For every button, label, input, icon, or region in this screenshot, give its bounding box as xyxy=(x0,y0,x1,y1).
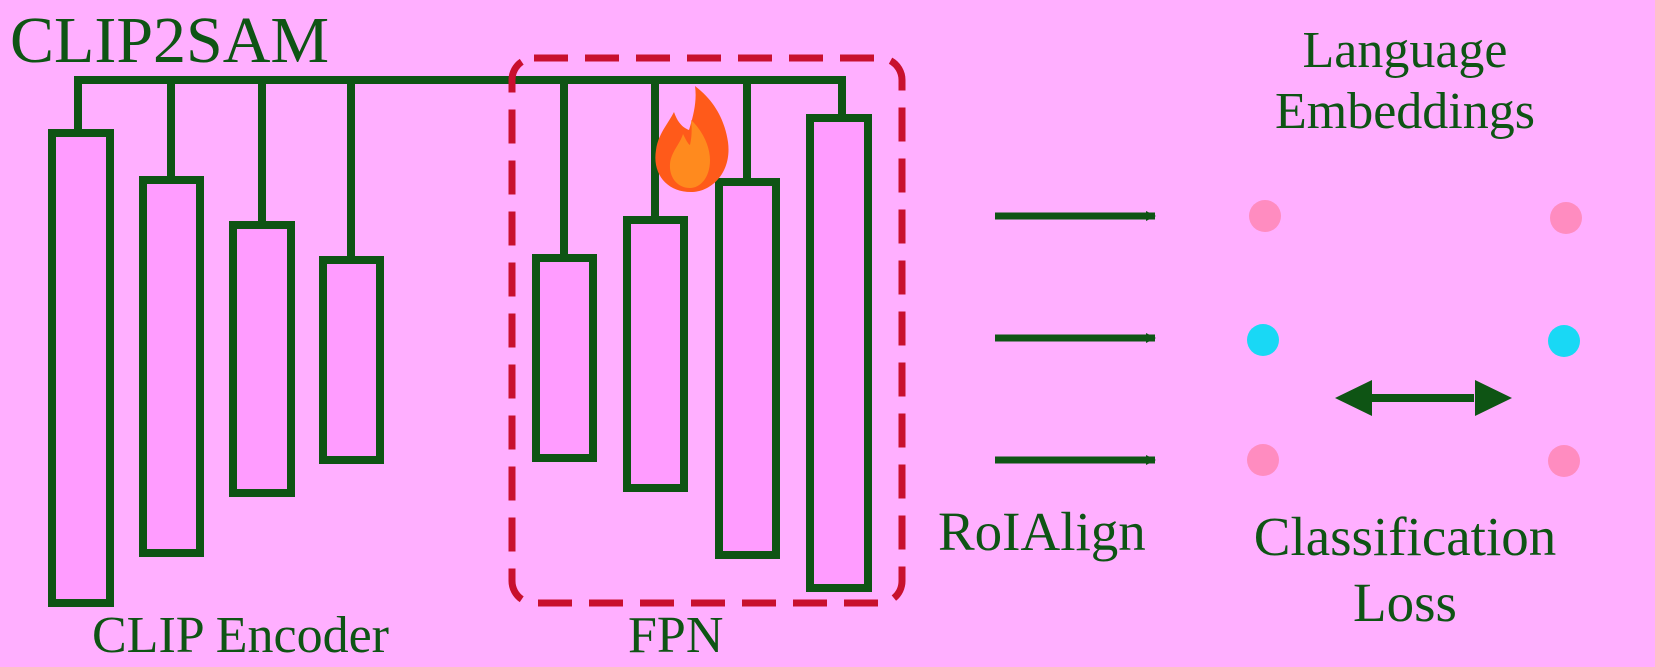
region-dot-3 xyxy=(1247,444,1279,476)
fpn-block-2 xyxy=(623,216,688,492)
language-embeddings-label: Language Embeddings xyxy=(1275,20,1535,143)
fpn-label: FPN xyxy=(628,607,724,664)
roi-arrows xyxy=(995,211,1156,465)
encoder-block-4 xyxy=(319,256,384,464)
encoder-block-1 xyxy=(48,129,114,607)
fpn-trainable-region xyxy=(508,54,906,607)
fpn-block-3 xyxy=(715,178,780,559)
region-dot-2 xyxy=(1247,324,1279,356)
fpn-blocks xyxy=(532,114,872,592)
language-label-line-1: Language xyxy=(1302,22,1508,79)
language-label-line-2: Embeddings xyxy=(1275,83,1535,141)
fpn-block-1 xyxy=(532,254,597,462)
region-embedding-dots xyxy=(1247,200,1281,476)
connector-drops xyxy=(167,80,751,260)
encoder-block-3 xyxy=(229,221,295,497)
language-dot-3 xyxy=(1548,445,1580,477)
language-dot-1 xyxy=(1550,202,1582,234)
classification-double-arrow xyxy=(1335,380,1512,416)
clip-encoder-blocks xyxy=(48,129,384,607)
roialign-label: RoIAlign xyxy=(938,501,1146,562)
loss-label-line-1: Classification xyxy=(1253,506,1557,567)
language-dot-2 xyxy=(1548,325,1580,357)
loss-label-line-2: Loss xyxy=(1353,572,1457,633)
encoder-block-2 xyxy=(139,176,204,557)
connector-bus xyxy=(74,76,846,133)
language-embedding-dots xyxy=(1548,202,1582,477)
classification-loss-label: Classification Loss xyxy=(1254,504,1556,636)
region-dot-1 xyxy=(1249,200,1281,232)
fpn-block-4 xyxy=(806,114,872,592)
fire-icon xyxy=(655,86,729,192)
clip-encoder-label: CLIP Encoder xyxy=(92,607,389,664)
diagram-title: CLIP2SAM xyxy=(10,4,330,77)
